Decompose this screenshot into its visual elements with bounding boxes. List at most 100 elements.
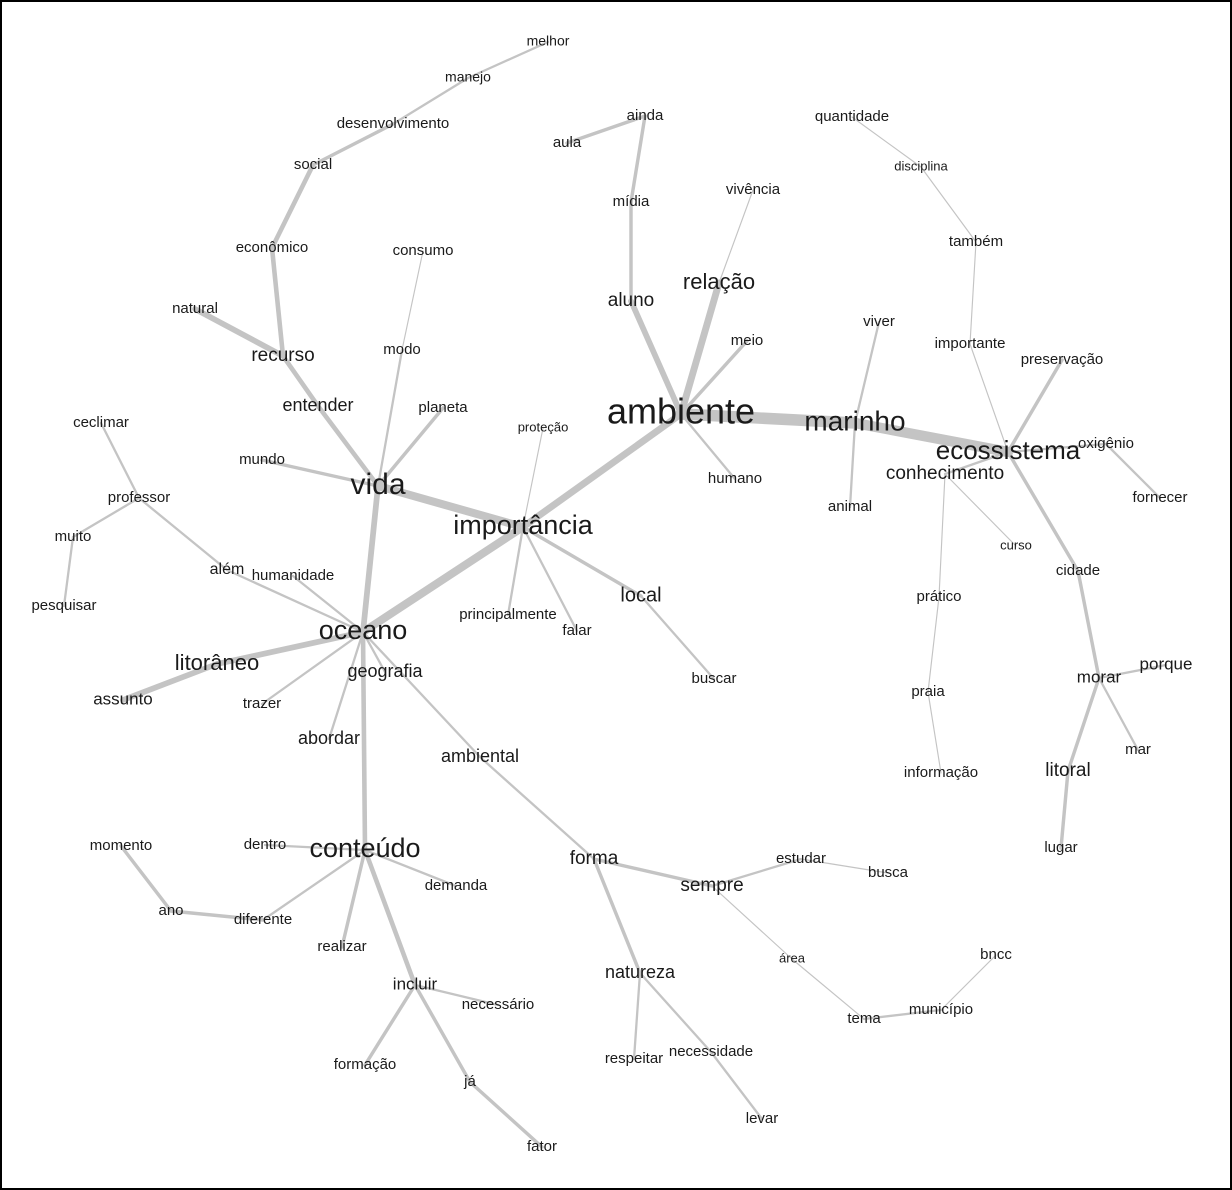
edge-ambiente-aluno	[628, 298, 684, 417]
edge-ambiente-humano	[679, 412, 737, 481]
edge-incluir-necessario	[413, 983, 500, 1007]
edge-vida-mundo	[260, 458, 380, 488]
node-oceano: oceano	[319, 615, 408, 645]
edge-tema-municipio	[862, 1008, 943, 1021]
node-respeitar: respeitar	[605, 1050, 663, 1067]
edge-morar-mar	[1097, 676, 1140, 752]
node-litoraneo: litorâneo	[175, 650, 259, 675]
edge-alem-professor	[137, 496, 229, 572]
edge-relacao-vivencia	[718, 189, 754, 284]
node-consumo: consumo	[393, 242, 454, 259]
node-informacao: informação	[904, 764, 978, 781]
node-fator: fator	[527, 1138, 557, 1155]
node-diferente: diferente	[234, 911, 292, 928]
edge-marinho-viver	[853, 320, 881, 425]
edge-ambiente-meio	[679, 339, 749, 416]
edge-cidade-morar	[1076, 569, 1101, 680]
node-necessario: necessário	[462, 996, 535, 1013]
edge-ambiente-relacao	[677, 279, 723, 418]
node-humanidade: humanidade	[252, 567, 335, 584]
node-formacao: formação	[334, 1056, 397, 1073]
edge-oceano-geografia	[361, 630, 387, 674]
node-aula: aula	[553, 134, 582, 151]
edge-ecossistema-oxigenio	[1006, 442, 1108, 454]
edge-professor-ceclimar	[99, 421, 141, 500]
edge-incluir-formacao	[363, 983, 417, 1067]
node-realizar: realizar	[317, 938, 366, 955]
node-midia: mídia	[613, 193, 650, 210]
node-busca: busca	[868, 864, 909, 881]
node-desenvolvimento: desenvolvimento	[337, 115, 450, 132]
node-ainda: ainda	[627, 107, 664, 124]
node-incluir: incluir	[393, 974, 438, 993]
edge-importante-tambem	[969, 241, 977, 345]
node-tambem: também	[949, 233, 1003, 250]
edge-forma-sempre	[592, 857, 714, 888]
edge-ainda-aula	[565, 114, 647, 145]
edge-praia-informacao	[927, 691, 942, 774]
edge-oceano-abordar	[327, 630, 365, 741]
node-area: área	[779, 950, 806, 965]
edge-conhecimento-pratico	[938, 473, 946, 598]
edge-ambiente-importancia	[519, 410, 685, 531]
node-vivencia: vivência	[726, 181, 781, 198]
edge-conteudo-diferente	[261, 848, 367, 922]
node-cidade: cidade	[1056, 562, 1100, 579]
node-pratico: prático	[916, 588, 961, 605]
edge-importancia-oceano	[358, 522, 528, 637]
node-oxigenio: oxigênio	[1078, 435, 1134, 452]
node-planeta: planeta	[418, 399, 468, 416]
edge-ecossistema-conhecimento	[943, 450, 1010, 476]
edge-muito-pesquisar	[62, 535, 75, 608]
edge-manejo-melhor	[466, 40, 550, 80]
node-melhor: melhor	[527, 33, 570, 49]
node-dentro: dentro	[244, 836, 287, 853]
node-viver: viver	[863, 313, 895, 330]
node-pesquisar: pesquisar	[31, 597, 96, 614]
edge-importancia-protecao	[522, 427, 544, 528]
node-estudar: estudar	[776, 850, 826, 867]
edge-oceano-ambiental	[361, 630, 482, 759]
node-ambiental: ambiental	[441, 746, 519, 766]
edge-recurso-economico	[269, 245, 286, 359]
node-principalmente: principalmente	[459, 606, 557, 623]
node-preservacao: preservação	[1021, 351, 1104, 368]
edge-oxigenio-fornecer	[1104, 442, 1162, 500]
edge-marinho-ecossistema	[849, 417, 1014, 458]
edge-layer	[62, 40, 1168, 1149]
edge-estudar-busca	[800, 858, 889, 874]
node-importante: importante	[935, 335, 1006, 352]
edge-area-tema	[791, 958, 865, 1020]
node-trazer: trazer	[243, 695, 281, 712]
edge-diferente-ano	[169, 909, 265, 922]
node-municipio: município	[909, 1001, 973, 1018]
node-ja: já	[463, 1073, 476, 1090]
node-manejo: manejo	[445, 69, 491, 85]
node-conhecimento: conhecimento	[886, 463, 1004, 484]
node-alem: além	[210, 561, 245, 578]
node-curso: curso	[1000, 537, 1032, 552]
node-recurso: recurso	[251, 345, 314, 366]
node-quantidade: quantidade	[815, 108, 889, 125]
edge-importancia-local	[521, 525, 643, 598]
edge-oceano-humanidade	[291, 574, 365, 634]
node-ambiente: ambiente	[607, 391, 755, 432]
node-demanda: demanda	[425, 877, 488, 894]
edge-vida-oceano	[360, 483, 381, 635]
edge-pratico-praia	[927, 596, 940, 693]
node-social: social	[294, 156, 332, 173]
edge-morar-porque	[1097, 663, 1168, 680]
edge-conhecimento-curso	[944, 473, 1017, 547]
node-professor: professor	[108, 489, 171, 506]
edge-local-buscar	[639, 594, 716, 681]
edge-professor-muito	[71, 496, 141, 539]
node-natural: natural	[172, 300, 218, 317]
node-ecossistema: ecossistema	[936, 435, 1081, 465]
edge-oceano-alem	[225, 568, 365, 634]
node-muito: muito	[55, 528, 92, 545]
node-mar: mar	[1125, 741, 1151, 758]
edge-ambiente-marinho	[675, 408, 861, 429]
node-modo: modo	[383, 341, 421, 358]
node-economico: econômico	[236, 239, 309, 256]
